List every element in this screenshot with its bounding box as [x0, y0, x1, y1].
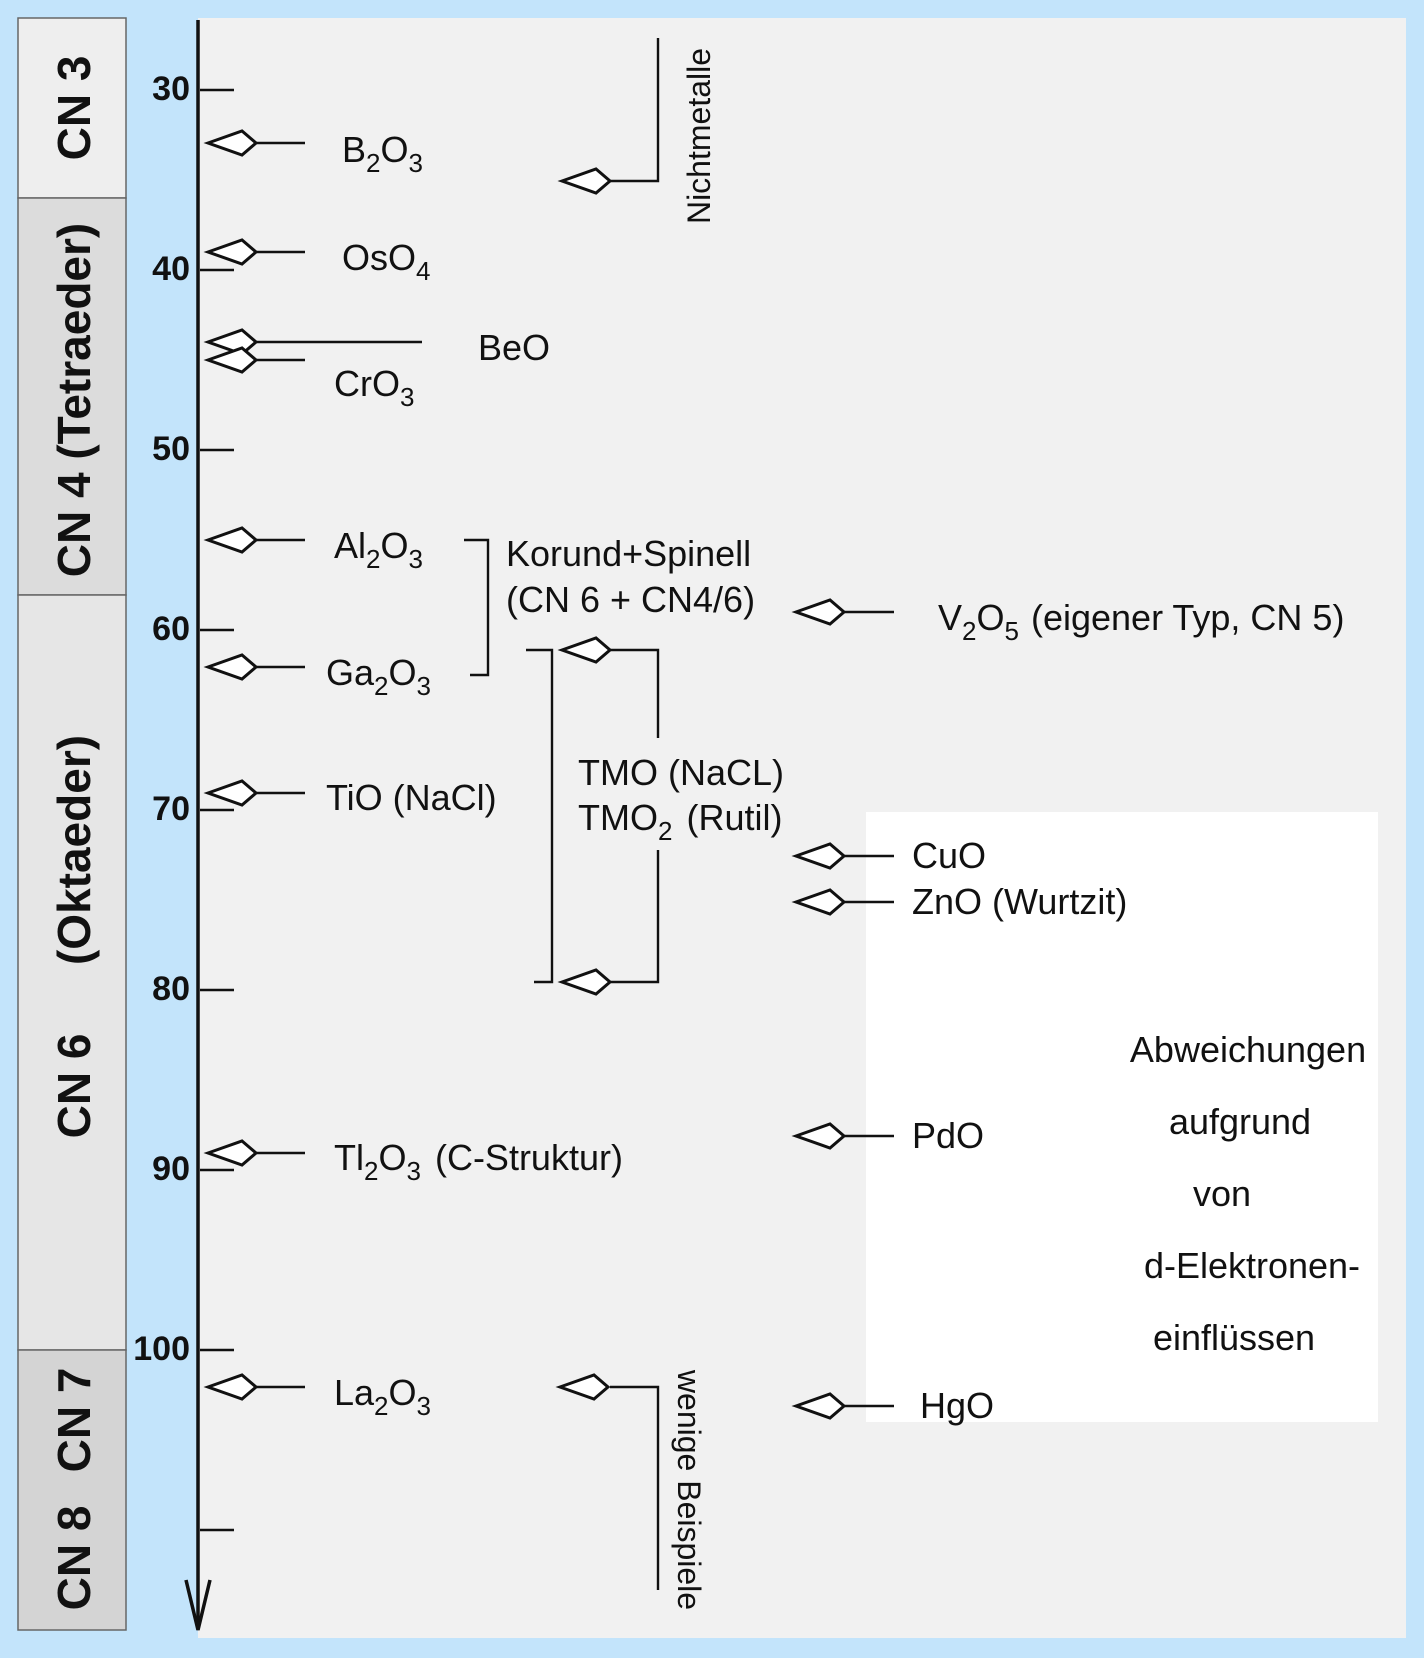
cn8-label: CN 8 [48, 1506, 100, 1611]
deviation-line-5: einflüssen [1153, 1317, 1315, 1358]
cn6-label: CN 6 [48, 1034, 100, 1139]
cn7-label: CN 7 [48, 1368, 100, 1473]
la2o3-label: La2O3 [334, 1372, 431, 1421]
cro3-marker-icon [203, 346, 259, 374]
korund-bracket: Korund+Spinell (CN 6 + CN4/6) [464, 533, 755, 677]
tmo-bracket: TMO (NaCL) TMO2(Rutil) [526, 636, 784, 996]
tick-label-30: 30 [152, 70, 190, 108]
tio-marker-icon [203, 779, 259, 807]
deviation-line-4: d-Elektronen- [1144, 1245, 1360, 1286]
ga2o3-marker-icon [203, 653, 259, 681]
axis-arrow-icon [184, 1579, 212, 1631]
wenige-bracket: wenige Beispiele [555, 1369, 707, 1610]
tick-label-90: 90 [152, 1150, 190, 1188]
korund-label-line1: Korund+Spinell [506, 533, 751, 574]
al2o3-label: Al2O3 [334, 525, 423, 574]
pdo-label: PdO [912, 1115, 984, 1156]
tio-label: TiO (NaCl) [326, 777, 497, 818]
nichtmetalle-label: Nichtmetalle [681, 48, 717, 224]
la2o3-marker-icon [203, 1373, 259, 1401]
tl2o3-marker-icon [203, 1139, 259, 1167]
b2o3-marker-icon [203, 129, 259, 157]
tick-label-60: 60 [152, 610, 190, 648]
oxide-markers [203, 129, 422, 1401]
cuo-label: CuO [912, 835, 986, 876]
zno-label: ZnO (Wurtzit) [912, 881, 1127, 922]
cuo-marker-icon [791, 842, 847, 870]
tmo-label-line2: TMO2(Rutil) [578, 797, 782, 846]
cn3-label: CN 3 [48, 56, 100, 161]
tick-label-40: 40 [152, 250, 190, 288]
wenige-marker-icon [555, 1373, 611, 1401]
hgo-marker-icon [791, 1392, 847, 1420]
oso4-label: OsO4 [342, 237, 430, 286]
b2o3-label: B2O3 [342, 129, 423, 178]
cn4-segment [17, 197, 127, 596]
cro3-label: CrO3 [334, 363, 414, 412]
tmo-label-line1: TMO (NaCL) [578, 752, 784, 793]
pdo-marker-icon [791, 1122, 847, 1150]
deviation-line-1: Abweichungen [1130, 1029, 1366, 1070]
deviation-note: Abweichungen aufgrund von d-Elektronen- … [1130, 1029, 1366, 1358]
nichtmetalle-marker-icon [557, 167, 613, 195]
deviation-line-2: aufgrund [1169, 1101, 1311, 1142]
hgo-label: HgO [920, 1385, 994, 1426]
wenige-label: wenige Beispiele [671, 1369, 707, 1610]
tick-label-70: 70 [152, 790, 190, 828]
tl2o3-label: Tl2O3(C-Struktur) [334, 1137, 623, 1186]
beo-label: BeO [478, 327, 550, 368]
deviation-oxides: CuO ZnO (Wurtzit) PdO HgO [791, 835, 1127, 1426]
tmo-bottom-marker-icon [557, 968, 613, 996]
oktaeder-label: (Oktaeder) [48, 735, 100, 965]
zno-marker-icon [791, 888, 847, 916]
tick-label-100: 100 [133, 1330, 190, 1368]
tick-label-50: 50 [152, 430, 190, 468]
cn4-label: CN 4 (Tetraeder) [48, 223, 100, 577]
ga2o3-label: Ga2O3 [326, 652, 431, 701]
deviation-box [866, 812, 1378, 1422]
v2o5-label: V2O5(eigener Typ, CN 5) [938, 597, 1344, 646]
tmo-top-marker-icon [557, 636, 613, 664]
axis-ticks: 30 40 50 60 70 80 90 100 [133, 70, 234, 1532]
cn6-segment [17, 594, 127, 1351]
deviation-line-3: von [1193, 1173, 1251, 1214]
v2o5-marker-icon [791, 598, 847, 626]
oso4-marker-icon [203, 238, 259, 266]
tick-label-80: 80 [152, 970, 190, 1008]
nichtmetalle-bracket: Nichtmetalle [557, 38, 717, 224]
korund-label-line2: (CN 6 + CN4/6) [506, 579, 755, 620]
cn78-segment [17, 1349, 127, 1631]
al2o3-marker-icon [203, 526, 259, 554]
